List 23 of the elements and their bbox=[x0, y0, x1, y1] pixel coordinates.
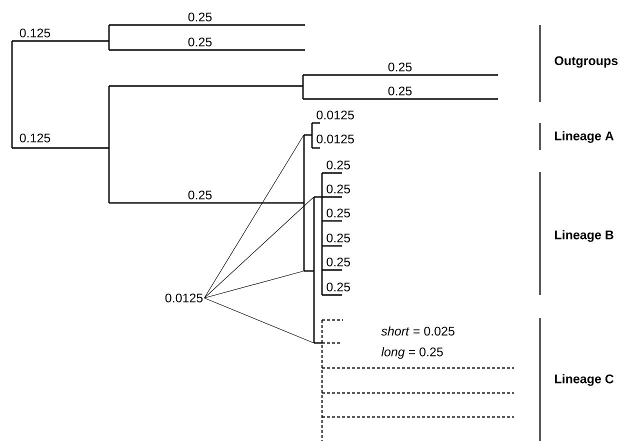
branch-length-label: 0.25 bbox=[326, 160, 350, 170]
branch-length-label: 0.125 bbox=[20, 28, 50, 38]
branch-length-label: 0.0125 bbox=[316, 134, 354, 144]
branch-length-label: 0.25 bbox=[388, 86, 412, 96]
leader-line bbox=[204, 270, 304, 298]
branch-length-label: 0.25 bbox=[188, 38, 212, 46]
clade-label: Lineage A bbox=[555, 131, 614, 143]
branch-length-label: 0.0125 bbox=[165, 294, 203, 302]
branch-length-label: 0.25 bbox=[188, 190, 212, 200]
clade-label: Lineage B bbox=[555, 230, 614, 242]
clade-label: Lineage C bbox=[555, 374, 614, 386]
branch-length-label: 0.25 bbox=[326, 282, 350, 292]
branch-length-label: 0.125 bbox=[20, 134, 50, 142]
leader-line bbox=[204, 196, 314, 298]
leader-line bbox=[204, 298, 314, 344]
note: short = 0.025 bbox=[381, 326, 454, 336]
note: long = 0.25 bbox=[381, 347, 443, 359]
branch-length-label: 0.25 bbox=[326, 234, 350, 242]
leader-line bbox=[204, 134, 304, 298]
branch-length-label: 0.25 bbox=[388, 62, 412, 72]
clade-label: Outgroups bbox=[554, 56, 618, 68]
branch-length-label: 0.25 bbox=[188, 12, 212, 22]
branch-length-label: 0.25 bbox=[326, 208, 350, 218]
